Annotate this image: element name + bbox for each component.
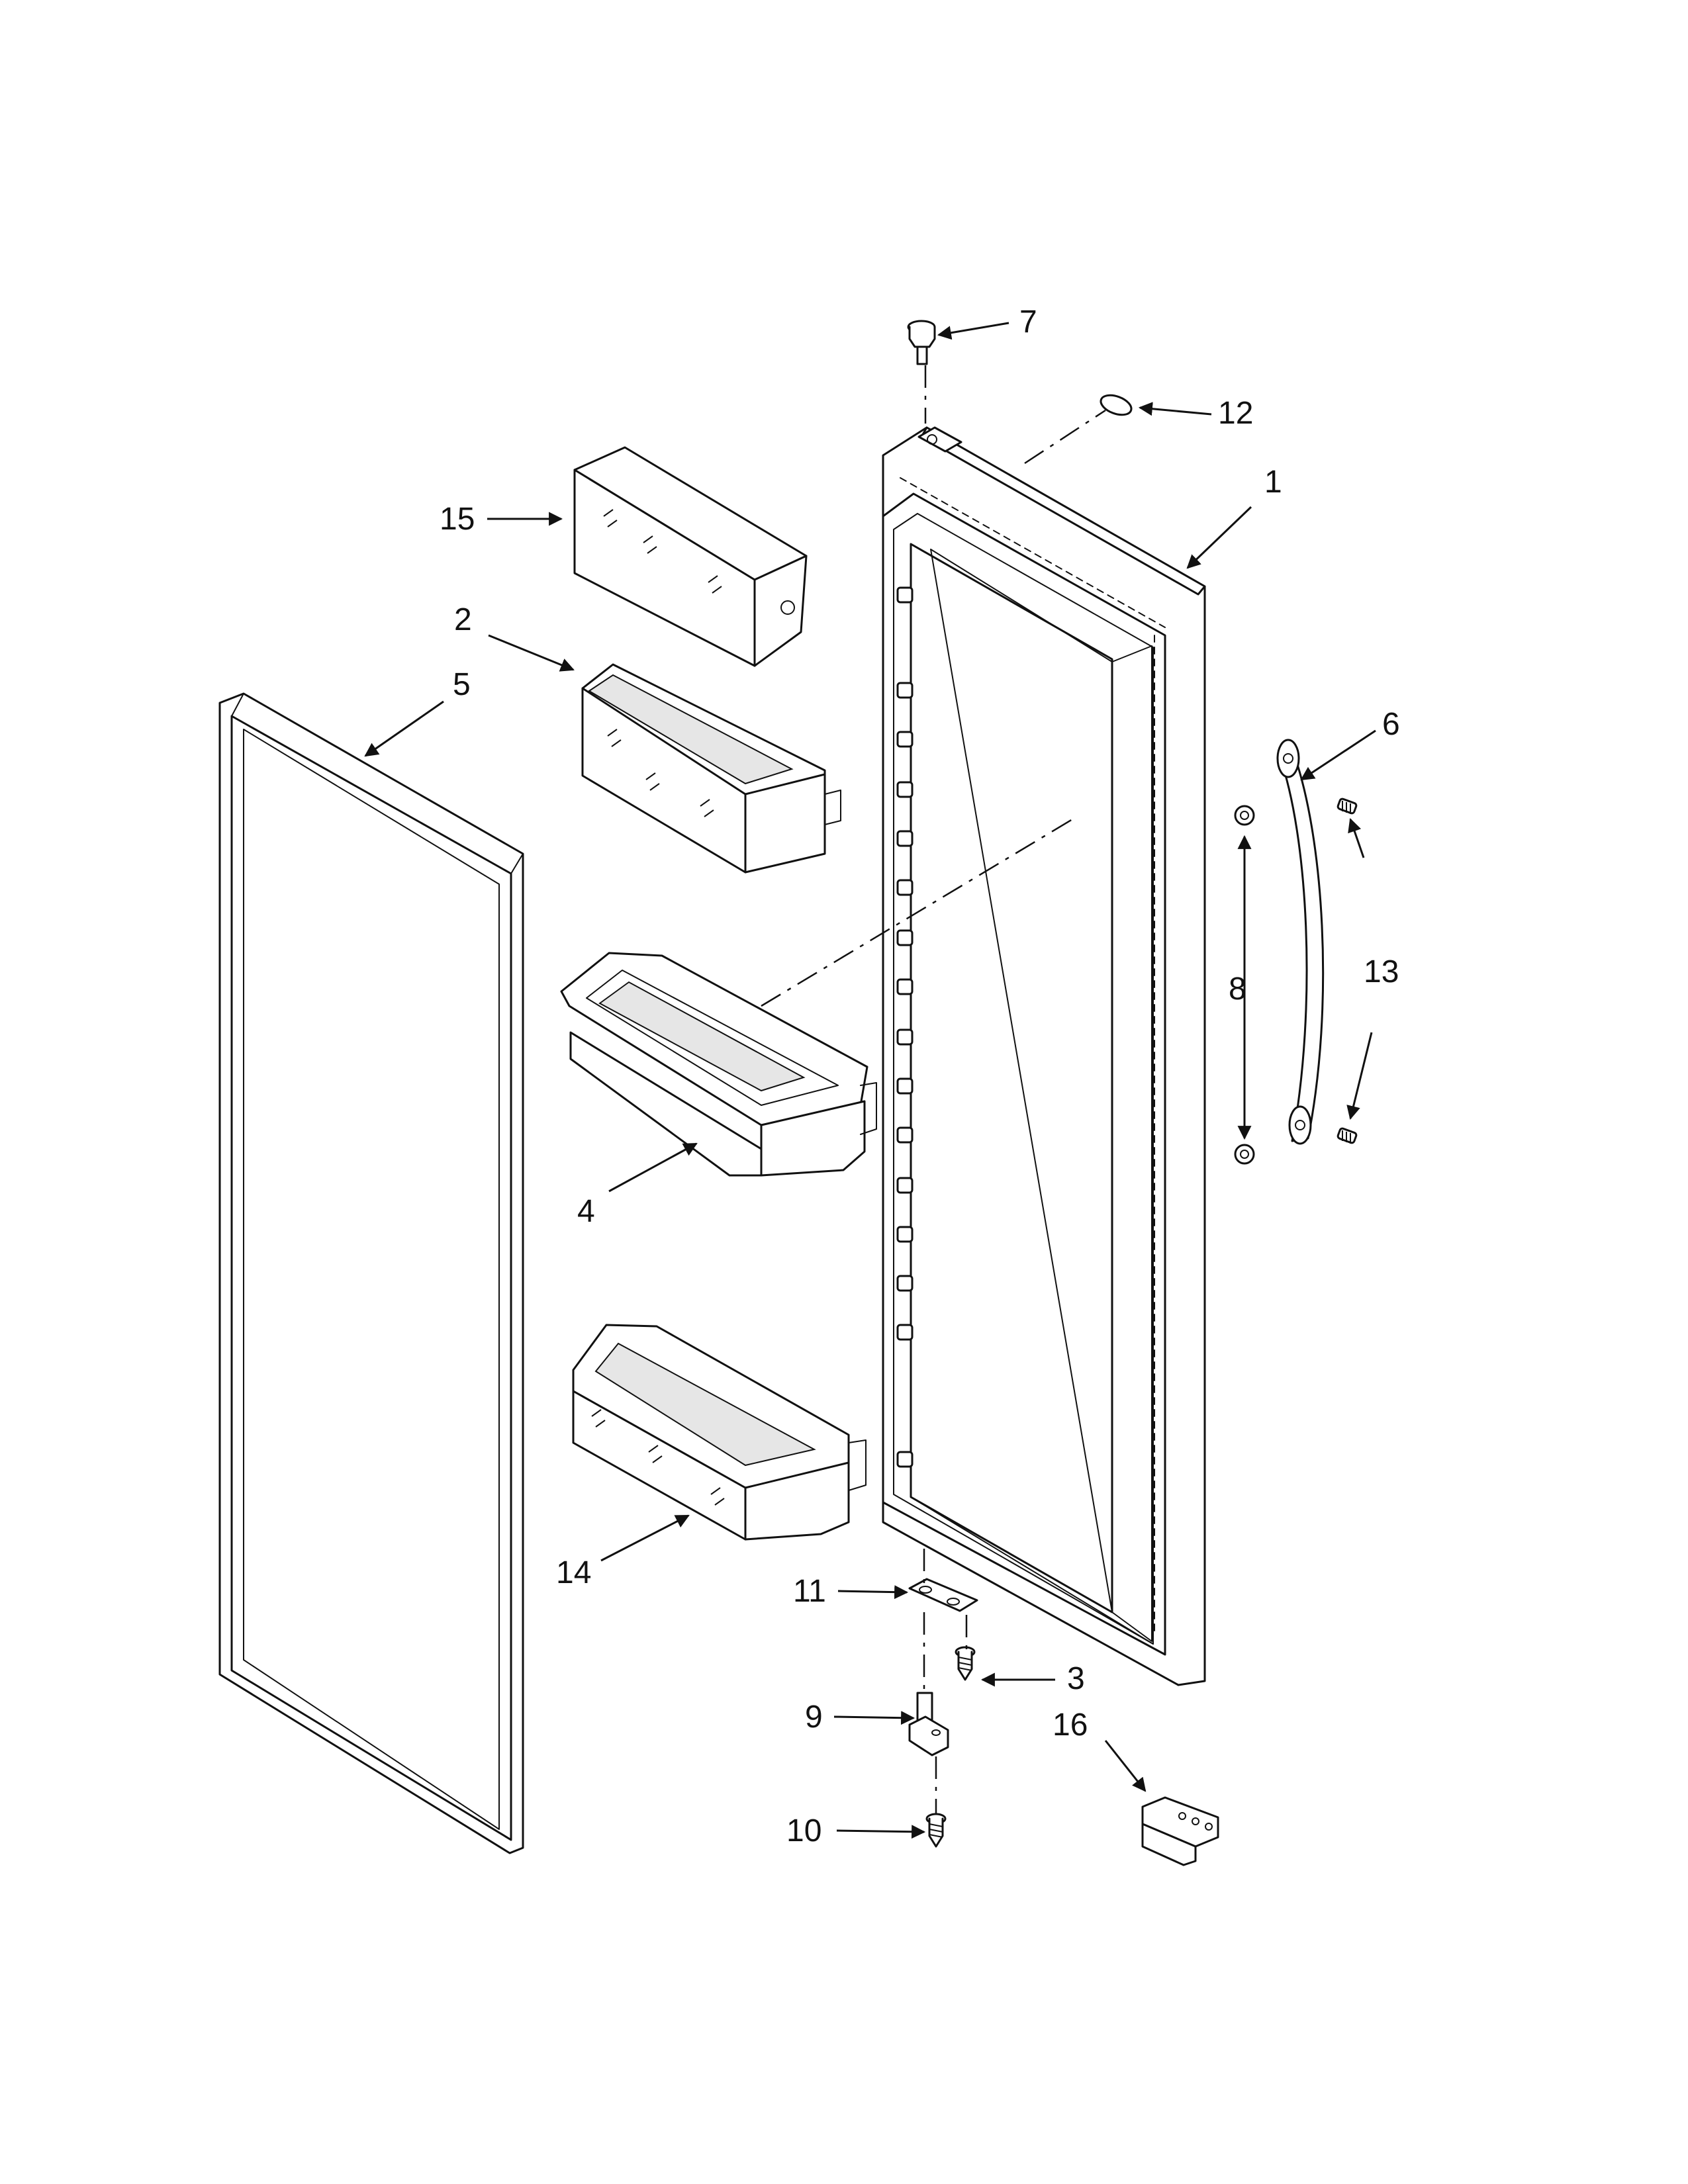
callout-12: 12 (1218, 396, 1253, 431)
door-handle (1276, 739, 1325, 1145)
dairy-bin (581, 663, 841, 874)
callout-3: 3 (1067, 1661, 1085, 1696)
hinge-screw-upper (955, 1646, 976, 1681)
hinge-screw-lower (925, 1813, 947, 1848)
callout-2: 2 (454, 602, 472, 637)
hinge-pin-top (907, 320, 936, 365)
shelf-clips (896, 586, 914, 1468)
callout-11: 11 (793, 1574, 826, 1609)
callout-labels: 1 2 3 4 5 6 7 8 9 10 11 12 13 14 15 16 (440, 304, 1400, 1848)
callout-5: 5 (453, 667, 471, 702)
door-gasket (218, 692, 524, 1854)
callout-15: 15 (440, 502, 475, 537)
callout-9: 9 (805, 1700, 823, 1735)
callout-7: 7 (1019, 304, 1037, 340)
set-screws (1336, 797, 1358, 1144)
callout-8: 8 (1229, 972, 1246, 1007)
handle-bumpers (1234, 805, 1255, 1165)
hinge-pin-bottom (908, 1692, 949, 1756)
callout-13: 13 (1364, 954, 1399, 989)
callout-1: 1 (1264, 465, 1282, 500)
door-bin-upper (560, 952, 877, 1177)
door-bin-lower (572, 1324, 867, 1541)
hinge-shim (908, 1578, 978, 1612)
callout-14: 14 (556, 1555, 591, 1590)
hinge-cover (1141, 1796, 1219, 1866)
dairy-bin-box (573, 446, 808, 667)
leader-lines (364, 322, 1376, 1839)
callout-10: 10 (786, 1813, 821, 1848)
assembly-lines (761, 365, 1106, 1813)
callout-4: 4 (577, 1194, 595, 1229)
plug (1100, 394, 1133, 416)
door-assembly (882, 426, 1206, 1686)
callout-6: 6 (1382, 707, 1400, 742)
callout-16: 16 (1053, 1707, 1088, 1743)
